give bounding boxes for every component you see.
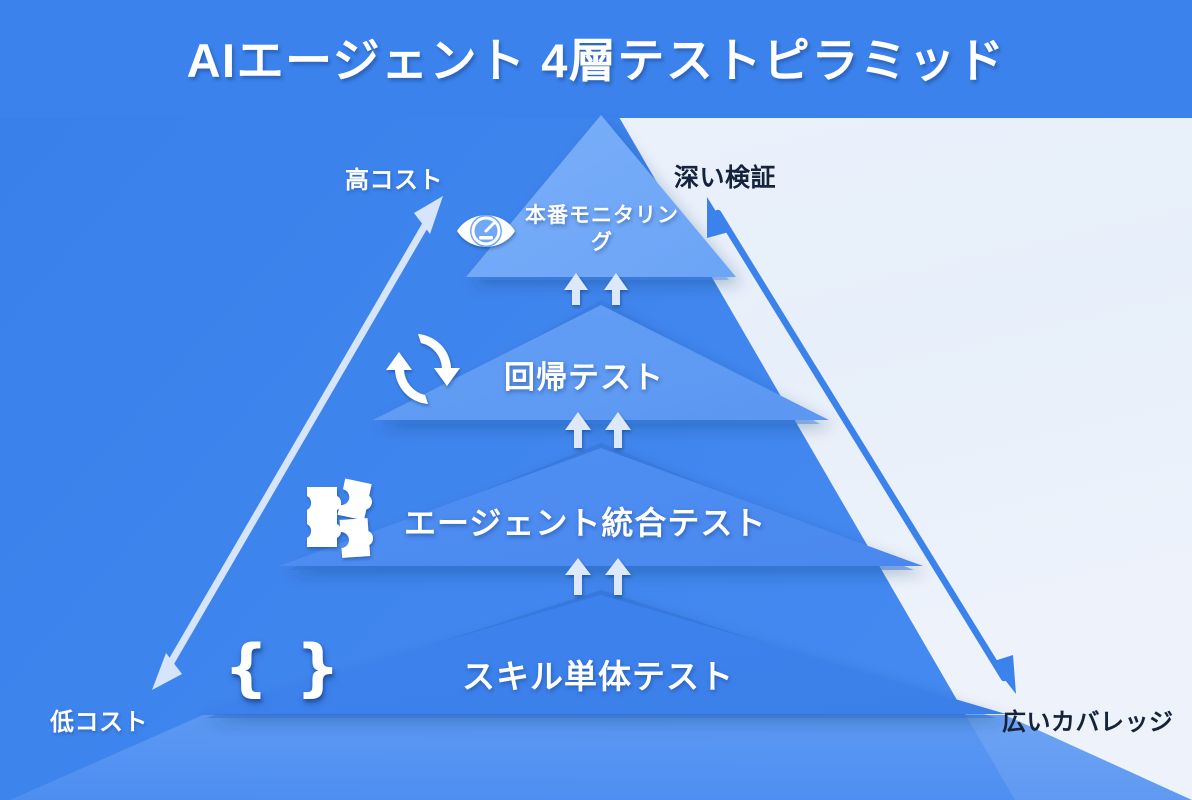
tier-label-agent-integration-test: エージェント統合テスト [404, 505, 767, 541]
refresh-icon [386, 334, 460, 404]
tier-label-regression-test: 回帰テスト [504, 360, 664, 395]
connector-arrow-pair-3 [564, 273, 628, 305]
label-low-cost: 低コスト [50, 709, 148, 736]
tier-integration-shape [279, 443, 923, 570]
tier-label-skill-unit-test: スキル単体テスト [462, 658, 734, 695]
label-wide-coverage: 広いカバレッジ [1002, 709, 1174, 736]
connector-arrow-pair-2 [565, 412, 631, 448]
monitor-eye-icon [457, 215, 515, 247]
depth-coverage-axis-arrow [707, 197, 1016, 694]
background-left-panel [0, 105, 1015, 800]
label-high-cost: 高コスト [345, 167, 443, 194]
tier-label-production-monitoring: 本番モニタリング [525, 204, 679, 254]
tier-regression-shape [373, 300, 829, 424]
base-glow-band [10, 715, 1192, 800]
label-deep-validation: 深い検証 [674, 164, 777, 192]
cost-axis-arrow [152, 196, 443, 690]
page-title: AIエージェント 4層テストピラミッド [186, 34, 1006, 87]
header-band [0, 0, 1192, 118]
tier-monitoring-shape [466, 115, 736, 280]
connector-arrow-pair-1 [565, 558, 631, 595]
tier-base-shape [196, 590, 1006, 718]
braces-icon: { } [224, 631, 343, 704]
connector-arrows [564, 273, 631, 595]
puzzle-icon [307, 478, 374, 558]
